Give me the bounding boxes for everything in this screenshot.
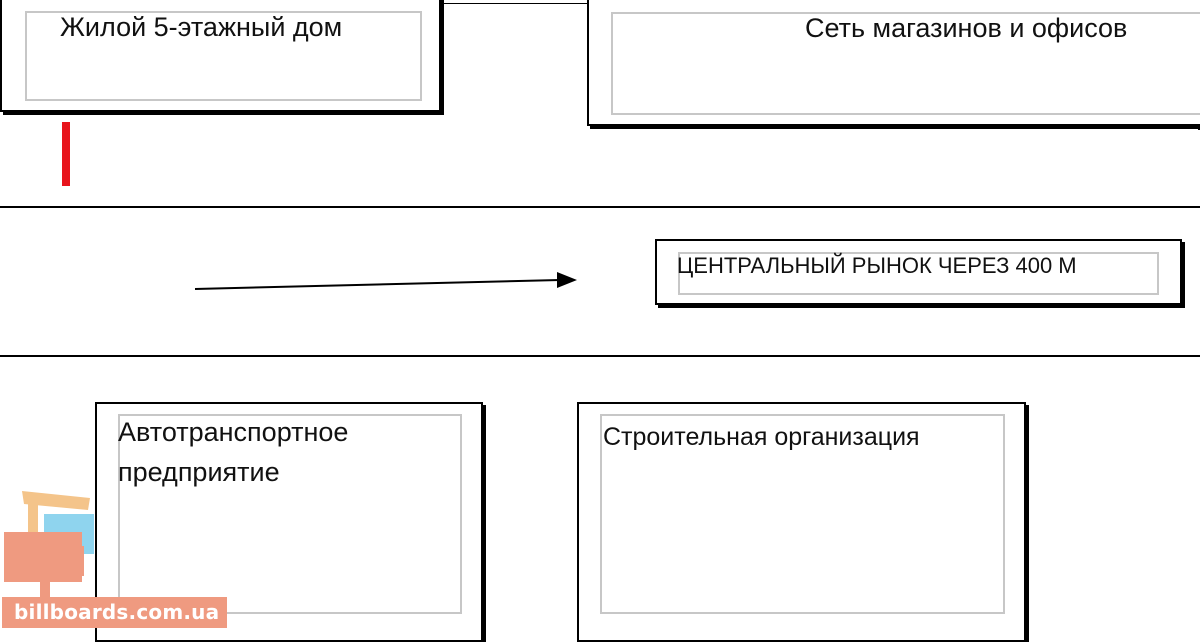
- street-line-top: [441, 3, 587, 4]
- watermark-logo: billboards.com.ua: [0, 488, 228, 630]
- shops-offices-building: [587, 0, 1200, 126]
- residential-building: [0, 0, 441, 112]
- residential-building-label: Жилой 5-этажный дом: [60, 12, 343, 42]
- transport-company-building-inner: [118, 414, 462, 614]
- residential-building-inner: [25, 11, 422, 101]
- construction-company-building-inner: [600, 414, 1005, 614]
- watermark-text: billboards.com.ua: [2, 597, 228, 628]
- shops-offices-label: Сеть магазинов и офисов: [805, 13, 1128, 43]
- billboard-text: ЦЕНТРАЛЬНЫЙ РЫНОК ЧЕРЕЗ 400 М: [677, 253, 1077, 278]
- construction-company-building: [577, 402, 1026, 642]
- transport-company-label-line2: предприятие: [118, 457, 280, 487]
- road-edge-top: [0, 206, 1200, 208]
- billboard-sign-inner: [678, 252, 1159, 295]
- transport-company-label-line1: Автотранспортное: [118, 417, 349, 447]
- road-edge-bottom: [0, 355, 1200, 357]
- billboard-marker: [62, 122, 70, 186]
- shops-offices-building-inner: [611, 12, 1200, 115]
- construction-company-label: Строительная организация: [603, 423, 920, 451]
- billboard-logo-icon: [4, 491, 94, 600]
- billboard-sign: [655, 239, 1182, 305]
